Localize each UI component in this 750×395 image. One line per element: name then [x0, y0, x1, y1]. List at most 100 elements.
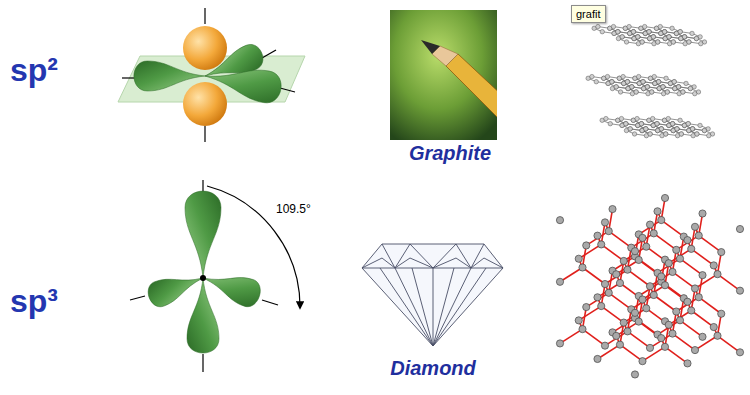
carbon-atom	[688, 245, 695, 252]
carbon-atom	[625, 80, 629, 84]
carbon-atom	[671, 40, 675, 44]
carbon-atom	[639, 122, 643, 126]
carbon-atom	[636, 35, 640, 39]
carbon-atom	[627, 24, 631, 28]
carbon-atom	[664, 132, 668, 136]
carbon-atom	[655, 122, 659, 126]
carbon-atom	[610, 80, 614, 84]
carbon-bond	[560, 329, 583, 343]
carbon-atom	[614, 85, 618, 89]
carbon-atom	[661, 85, 665, 89]
carbon-atom	[598, 302, 605, 309]
carbon-atom	[608, 122, 612, 126]
carbon-atom	[624, 40, 628, 44]
carbon-atom	[594, 355, 601, 362]
carbon-atom	[659, 127, 663, 131]
carbon-atom	[609, 205, 616, 212]
carbon-atom	[651, 35, 655, 39]
carbon-atom	[632, 132, 636, 136]
carbon-atom	[639, 358, 646, 365]
carbon-atom	[670, 122, 674, 126]
carbon-atom	[681, 90, 685, 94]
carbon-bond	[691, 249, 714, 266]
carbon-atom	[695, 294, 702, 301]
carbon-atom	[605, 74, 609, 78]
carbon-atom	[676, 85, 680, 89]
carbon-atom	[636, 35, 640, 39]
carbon-atom	[611, 24, 615, 28]
carbon-atom	[662, 30, 666, 34]
axis-tick	[202, 354, 203, 372]
carbon-bond	[661, 282, 684, 299]
carbon-bond	[560, 267, 583, 281]
carbon-atom	[656, 80, 660, 84]
carbon-atom	[661, 194, 668, 201]
carbon-atom	[665, 321, 672, 328]
carbon-atom	[736, 287, 743, 294]
carbon-atom	[625, 80, 629, 84]
carbon-atom	[579, 326, 586, 333]
carbon-atom	[688, 86, 692, 90]
carbon-atom	[676, 85, 680, 89]
carbon-atom	[594, 80, 598, 84]
carbon-atom	[687, 40, 691, 44]
carbon-atom	[694, 36, 698, 40]
carbon-atom	[699, 41, 703, 45]
carbon-atom	[556, 340, 563, 347]
carbon-atom	[710, 323, 717, 330]
axis-tick	[204, 126, 205, 142]
carbon-atom	[620, 257, 627, 264]
material-label: Diamond	[390, 357, 476, 380]
carbon-atom	[625, 80, 629, 84]
carbon-atom	[624, 122, 628, 126]
carbon-atom	[630, 85, 634, 89]
carbon-atom	[691, 346, 698, 353]
carbon-atom	[661, 282, 668, 289]
carbon-atom	[656, 40, 660, 44]
carbon-atom	[681, 90, 685, 94]
carbon-atom	[616, 341, 623, 348]
hybrid-label: sp²	[10, 52, 58, 89]
carbon-atom	[659, 127, 663, 131]
carbon-atom	[688, 86, 692, 90]
carbon-atom	[694, 36, 698, 40]
carbon-atom	[695, 232, 702, 239]
carbon-atom	[695, 132, 699, 136]
carbon-atom	[699, 210, 706, 217]
carbon-atom	[658, 216, 665, 223]
carbon-atom	[682, 35, 686, 39]
carbon-atom	[658, 273, 665, 280]
carbon-atom	[640, 40, 644, 44]
carbon-atom	[631, 309, 638, 316]
carbon-atom	[676, 85, 680, 89]
carbon-bond	[635, 256, 658, 273]
carbon-atom	[665, 90, 669, 94]
carbon-atom	[662, 30, 666, 34]
carbon-atom	[659, 127, 663, 131]
carbon-atom	[639, 122, 643, 126]
carbon-bond	[646, 247, 669, 264]
carbon-atom	[667, 35, 671, 39]
carbon-atom	[610, 80, 614, 84]
carbon-atom	[678, 30, 682, 34]
carbon-atom	[661, 343, 668, 350]
carbon-bond	[699, 236, 722, 253]
carbon-bond	[691, 311, 714, 328]
diamond-lattice	[556, 194, 743, 378]
carbon-atom	[645, 85, 649, 89]
carbon-atom	[672, 80, 676, 84]
carbon-atom	[631, 371, 638, 378]
hybrid-label: sp³	[10, 283, 58, 320]
carbon-bond	[654, 233, 677, 250]
diamond-gem	[362, 244, 503, 346]
carbon-atom	[678, 30, 682, 34]
carbon-bond	[609, 231, 632, 248]
nucleus-dot	[200, 275, 206, 281]
gem-facet	[412, 268, 454, 346]
carbon-atom	[714, 271, 721, 278]
carbon-atom	[690, 127, 694, 131]
carbon-atom	[624, 122, 628, 126]
carbon-bond	[665, 347, 688, 364]
carbon-bond	[699, 297, 722, 314]
carbon-atom	[634, 90, 638, 94]
